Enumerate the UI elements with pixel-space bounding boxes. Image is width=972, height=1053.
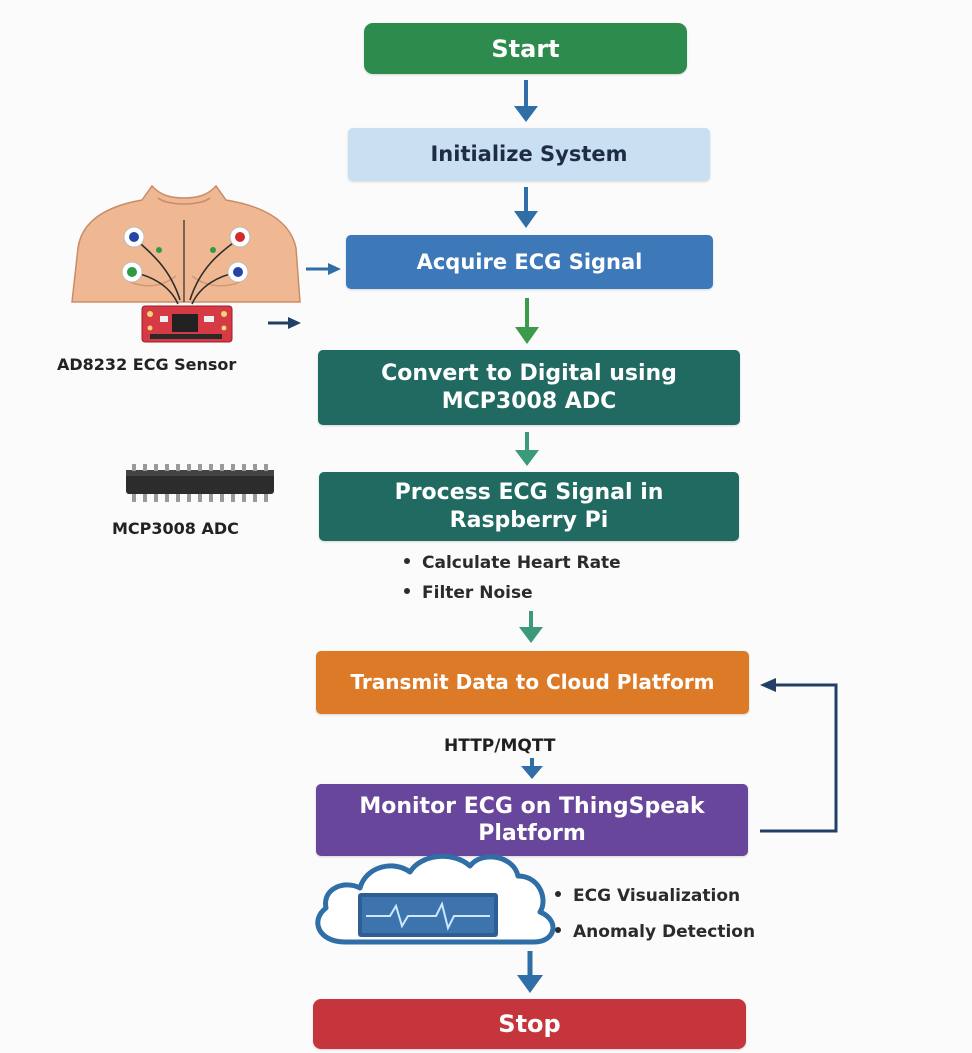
step-stop: Stop bbox=[313, 999, 746, 1049]
step-process-ecg-signal: Process ECG Signal in Raspberry Pi bbox=[319, 472, 739, 541]
bullet-ecg-visualization: ECG Visualization bbox=[555, 886, 755, 922]
step-start: Start bbox=[364, 23, 687, 74]
bullet-filter-noise-text: Filter Noise bbox=[422, 583, 533, 603]
arrow-cloud-stop bbox=[517, 951, 543, 993]
cloud-ecg-icon bbox=[315, 853, 556, 945]
arrow-bullets-transmit bbox=[519, 611, 543, 643]
arrow-protocol-monitor bbox=[521, 758, 543, 779]
bullet-anomaly-detection-text: Anomaly Detection bbox=[573, 922, 756, 942]
step-transmit-data: Transmit Data to Cloud Platform bbox=[316, 651, 749, 714]
bullet-heart-rate-text: Calculate Heart Rate bbox=[422, 553, 621, 573]
step-convert-to-digital: Convert to Digital using MCP3008 ADC bbox=[318, 350, 740, 425]
sensor-label: AD8232 ECG Sensor bbox=[57, 355, 237, 374]
step-monitor-ecg: Monitor ECG on ThingSpeak Platform bbox=[316, 784, 748, 856]
process-bullets: Calculate Heart Rate Filter Noise bbox=[404, 553, 621, 613]
arrow-init-acquire bbox=[514, 187, 538, 228]
step-acquire-ecg-signal: Acquire ECG Signal bbox=[346, 235, 713, 289]
arrow-torso-acquire bbox=[306, 263, 341, 275]
bullet-filter-noise: Filter Noise bbox=[404, 583, 621, 613]
arrow-start-init bbox=[514, 80, 538, 122]
step-initialize-system: Initialize System bbox=[348, 128, 710, 181]
feedback-loop-arrow bbox=[760, 678, 838, 833]
bullet-anomaly-detection: Anomaly Detection bbox=[555, 922, 755, 958]
torso-with-electrodes-icon bbox=[71, 184, 301, 305]
bullet-ecg-visualization-text: ECG Visualization bbox=[573, 886, 741, 906]
arrow-sensor-convert bbox=[268, 317, 301, 329]
ecg-sensor-board-icon bbox=[141, 305, 233, 343]
arrow-convert-process bbox=[515, 432, 539, 466]
arrow-acquire-convert bbox=[515, 298, 539, 344]
bullet-heart-rate: Calculate Heart Rate bbox=[404, 553, 621, 583]
cloud-bullets: ECG Visualization Anomaly Detection bbox=[555, 886, 755, 958]
adc-label: MCP3008 ADC bbox=[112, 519, 239, 538]
protocol-label: HTTP/MQTT bbox=[444, 736, 556, 756]
adc-chip-icon bbox=[126, 464, 274, 502]
